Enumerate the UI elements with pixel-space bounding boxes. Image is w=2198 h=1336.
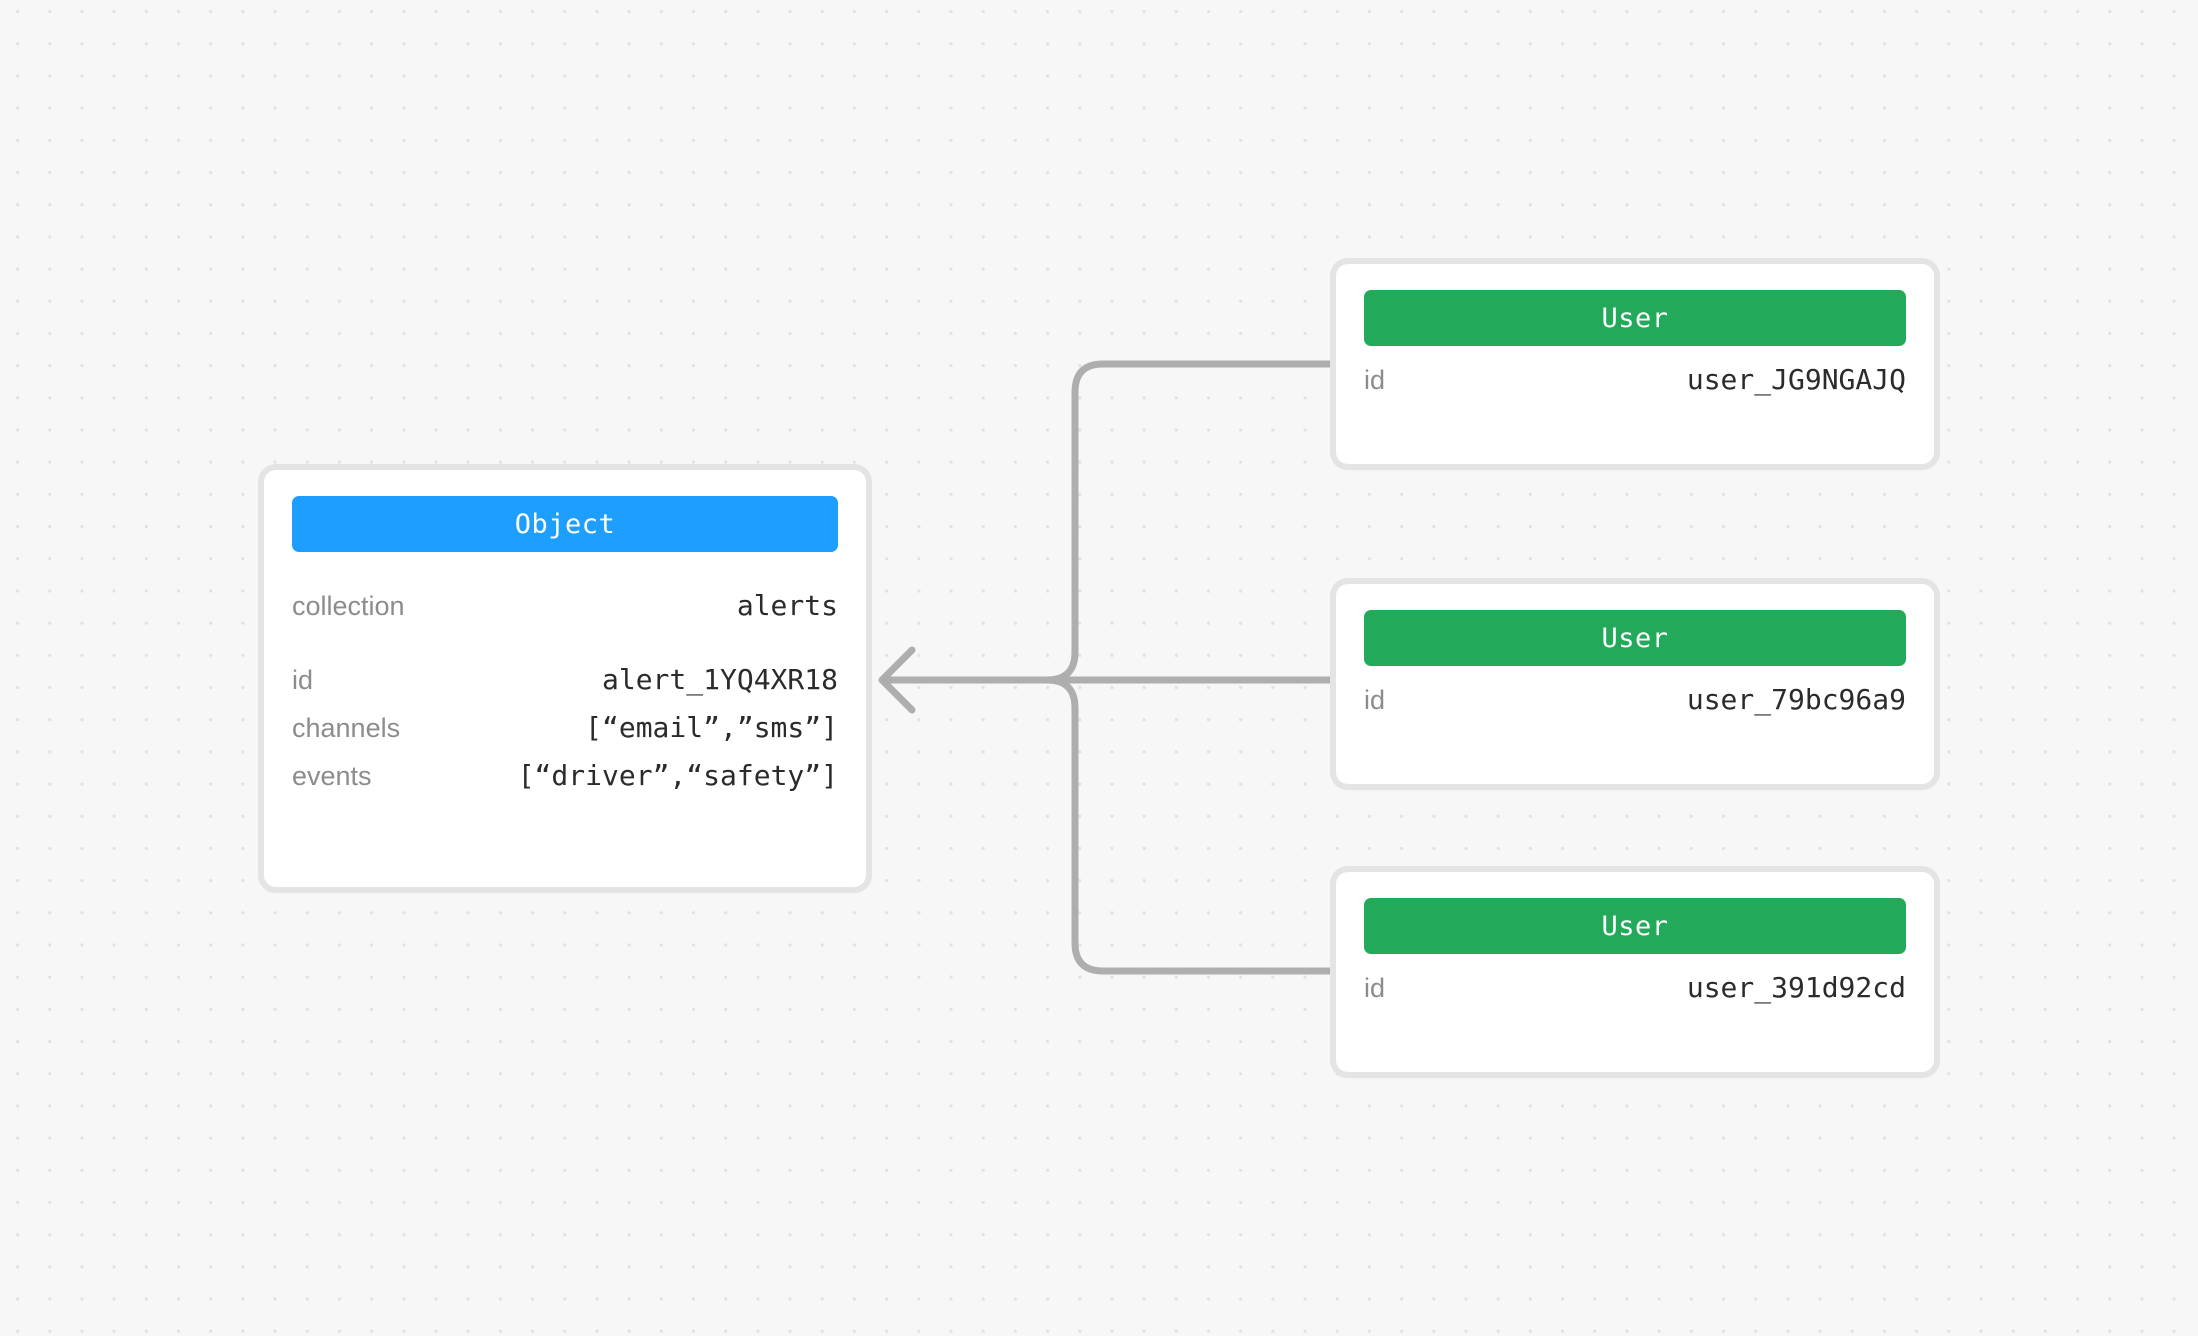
field-key-collection: collection xyxy=(292,591,405,621)
field-row-channels: channels [“email”,”sms”] xyxy=(292,714,838,762)
field-row-id: id user_391d92cd xyxy=(1364,974,1906,1018)
field-row-id: id alert_1YQ4XR18 xyxy=(292,650,838,714)
object-node-type-badge: Object xyxy=(292,496,838,552)
field-key-events: events xyxy=(292,761,372,791)
field-key-id: id xyxy=(1364,973,1386,1003)
user-node-1-type-badge: User xyxy=(1364,290,1906,346)
user-node-1[interactable]: User id user_JG9NGAJQ xyxy=(1330,258,1940,470)
field-row-id: id user_79bc96a9 xyxy=(1364,686,1906,730)
field-row-collection: collection alerts xyxy=(292,570,838,650)
field-row-id: id user_JG9NGAJQ xyxy=(1364,366,1906,410)
connector-user-3 xyxy=(1043,676,1334,975)
field-value-id: user_JG9NGAJQ xyxy=(1686,363,1906,396)
user-node-3[interactable]: User id user_391d92cd xyxy=(1330,866,1940,1078)
object-node[interactable]: Object collection alerts id alert_1YQ4XR… xyxy=(258,464,872,893)
field-value-events: [“driver”,“safety”] xyxy=(517,759,838,792)
user-node-3-fields: id user_391d92cd xyxy=(1336,954,1934,1038)
field-key-id: id xyxy=(292,665,314,695)
field-key-channels: channels xyxy=(292,713,401,743)
field-key-id: id xyxy=(1364,685,1386,715)
user-node-3-type-badge: User xyxy=(1364,898,1906,954)
field-key-id: id xyxy=(1364,365,1386,395)
connector-arrowhead xyxy=(878,646,916,714)
field-value-channels: [“email”,”sms”] xyxy=(585,711,838,744)
connector-user-1 xyxy=(1043,360,1334,684)
user-node-1-fields: id user_JG9NGAJQ xyxy=(1336,346,1934,430)
field-value-id: user_79bc96a9 xyxy=(1686,683,1906,716)
user-node-2-type-badge: User xyxy=(1364,610,1906,666)
field-row-events: events [“driver”,“safety”] xyxy=(292,762,838,810)
object-node-fields: collection alerts id alert_1YQ4XR18 chan… xyxy=(264,552,866,830)
field-value-id: user_391d92cd xyxy=(1686,971,1906,1004)
user-node-2[interactable]: User id user_79bc96a9 xyxy=(1330,578,1940,790)
field-value-collection: alerts xyxy=(736,589,838,622)
user-node-2-fields: id user_79bc96a9 xyxy=(1336,666,1934,750)
field-value-id: alert_1YQ4XR18 xyxy=(601,663,838,696)
